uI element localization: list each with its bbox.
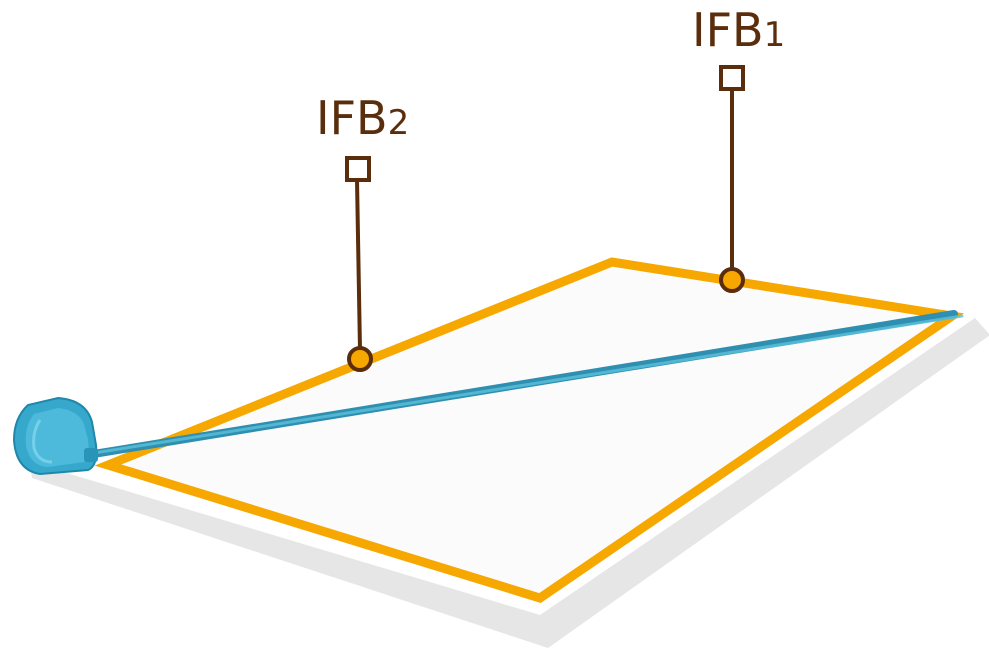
ring-marker-icon xyxy=(347,346,373,372)
ring-marker-icon xyxy=(719,267,745,293)
tape-line-highlight xyxy=(73,314,964,458)
callout-prefix: IFB xyxy=(692,3,764,57)
callout-ifb2: IFB2 xyxy=(316,91,409,372)
square-marker-icon xyxy=(719,65,745,91)
callout-stem-ifb2 xyxy=(355,179,362,351)
callout-index: 1 xyxy=(764,15,786,55)
square-marker-icon xyxy=(345,156,371,182)
callout-label-ifb2: IFB2 xyxy=(316,91,409,145)
tape-measure-icon xyxy=(12,396,98,476)
callout-ifb1: IFB1 xyxy=(692,3,785,293)
callout-index: 2 xyxy=(388,103,410,143)
callout-label-ifb1: IFB1 xyxy=(692,3,785,57)
callout-prefix: IFB xyxy=(316,91,388,145)
